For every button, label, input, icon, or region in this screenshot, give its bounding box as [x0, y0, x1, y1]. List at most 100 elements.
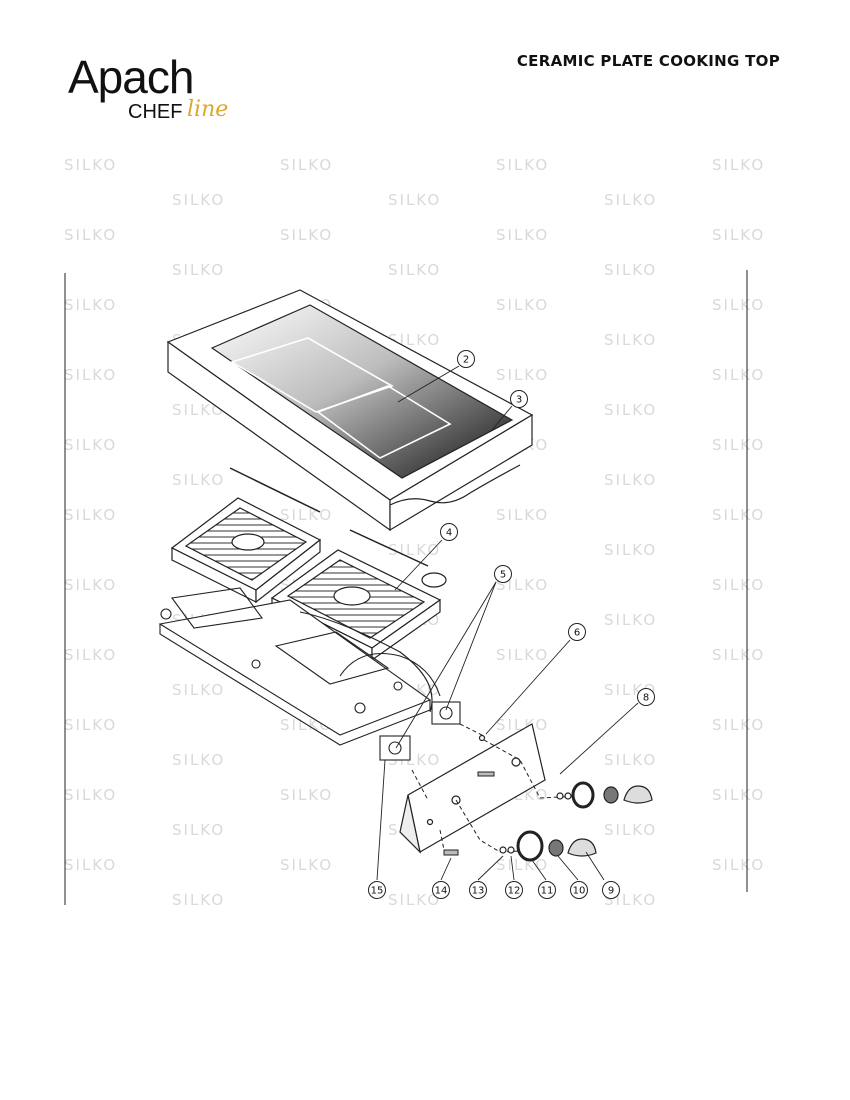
watermark-text: SILKO	[172, 821, 225, 839]
watermark-text: SILKO	[172, 471, 225, 489]
probe-rod-right	[349, 529, 429, 567]
callout-circle	[432, 881, 450, 899]
callout-8: 8	[637, 688, 655, 706]
energy-regulator-lower	[379, 735, 411, 761]
watermark-text: SILKO	[604, 821, 657, 839]
callout-circle	[494, 565, 512, 583]
watermark-text: SILKO	[712, 716, 765, 734]
callout-circle	[469, 881, 487, 899]
knob-assembly-lower	[499, 830, 597, 862]
watermark-text: SILKO	[280, 226, 333, 244]
callout-label: 10	[573, 886, 586, 897]
watermark-text: SILKO	[712, 156, 765, 174]
callout-circle	[570, 881, 588, 899]
watermark-text: SILKO	[712, 856, 765, 874]
watermark-text: SILKO	[388, 891, 441, 909]
callout-circle	[568, 623, 586, 641]
ceramic-top-plate	[166, 289, 534, 532]
watermark-text: SILKO	[712, 506, 765, 524]
watermark-text: SILKO	[280, 856, 333, 874]
watermark-text: SILKO	[712, 226, 765, 244]
knob-assembly-upper	[556, 781, 653, 809]
watermark-text: SILKO	[712, 576, 765, 594]
callout-circle	[505, 881, 523, 899]
watermark-text: SILKO	[604, 471, 657, 489]
logo-script-text: line	[187, 97, 229, 122]
brand-logo: Apach CHEF line	[68, 52, 248, 132]
watermark-text: SILKO	[64, 576, 117, 594]
callout-label: 13	[472, 886, 485, 897]
leader-lines	[376, 365, 639, 881]
watermark-text: SILKO	[496, 226, 549, 244]
watermark-text: SILKO	[64, 646, 117, 664]
callout-label: 9	[608, 886, 614, 897]
watermark-text: SILKO	[604, 401, 657, 419]
watermark-text: SILKO	[496, 156, 549, 174]
watermark-text: SILKO	[604, 611, 657, 629]
watermark-text: SILKO	[64, 366, 117, 384]
callout-6: 6	[568, 623, 586, 641]
watermark-text: SILKO	[64, 156, 117, 174]
callout-10: 10	[570, 881, 588, 899]
control-panel	[399, 723, 546, 854]
watermark-text: SILKO	[496, 506, 549, 524]
callout-3: 3	[510, 390, 528, 408]
callout-9: 9	[602, 881, 620, 899]
callout-circle	[368, 881, 386, 899]
watermark-text: SILKO	[388, 191, 441, 209]
watermark-text: SILKO	[172, 401, 225, 419]
callout-12: 12	[505, 881, 523, 899]
callout-4: 4	[440, 523, 458, 541]
callout-label: 6	[574, 628, 580, 639]
callout-label: 8	[643, 693, 649, 704]
watermark-text: SILKO	[604, 331, 657, 349]
callout-label: 5	[500, 570, 506, 581]
logo-sub-text: CHEF	[128, 101, 183, 123]
watermark-text: SILKO	[604, 751, 657, 769]
watermark-text: SILKO	[64, 786, 117, 804]
watermark-text: SILKO	[496, 296, 549, 314]
watermark-text: SILKO	[280, 506, 333, 524]
callout-label: 15	[371, 886, 384, 897]
watermark-text: SILKO	[604, 191, 657, 209]
callout-15: 15	[368, 881, 386, 899]
assembly-lines	[411, 723, 581, 853]
watermark-text: SILKO	[172, 261, 225, 279]
watermark-text: SILKO	[64, 226, 117, 244]
screw-lower	[443, 849, 459, 856]
callout-circle	[440, 523, 458, 541]
callout-11: 11	[538, 881, 556, 899]
watermark-text: SILKO	[388, 261, 441, 279]
energy-regulator-upper	[431, 701, 461, 725]
callout-13: 13	[469, 881, 487, 899]
watermark-text: SILKO	[604, 541, 657, 559]
callout-5: 5	[494, 565, 512, 583]
page-title: CERAMIC PLATE COOKING TOP	[516, 52, 780, 70]
callout-label: 14	[435, 886, 448, 897]
callout-circle	[510, 390, 528, 408]
callout-circle	[457, 350, 475, 368]
logo-brand-text: Apach	[68, 51, 194, 103]
watermark-text: SILKO	[172, 751, 225, 769]
callout-label: 4	[446, 528, 452, 539]
watermark-text: SILKO	[496, 366, 549, 384]
screw-upper	[477, 771, 495, 777]
watermark-text: SILKO	[280, 786, 333, 804]
callout-label: 11	[541, 886, 554, 897]
callout-circle	[602, 881, 620, 899]
watermark-text: SILKO	[64, 436, 117, 454]
callout-circle	[637, 688, 655, 706]
watermark-text: SILKO	[172, 681, 225, 699]
watermark-text: SILKO	[604, 261, 657, 279]
watermark-text: SILKO	[496, 646, 549, 664]
callout-circle	[538, 881, 556, 899]
probe-rod-left	[229, 467, 321, 513]
callout-14: 14	[432, 881, 450, 899]
callout-label: 3	[516, 395, 522, 406]
watermark-text: SILKO	[712, 366, 765, 384]
watermark-text: SILKO	[388, 541, 441, 559]
watermark-text: SILKO	[64, 296, 117, 314]
watermark-text: SILKO	[712, 296, 765, 314]
callout-label: 12	[508, 886, 521, 897]
